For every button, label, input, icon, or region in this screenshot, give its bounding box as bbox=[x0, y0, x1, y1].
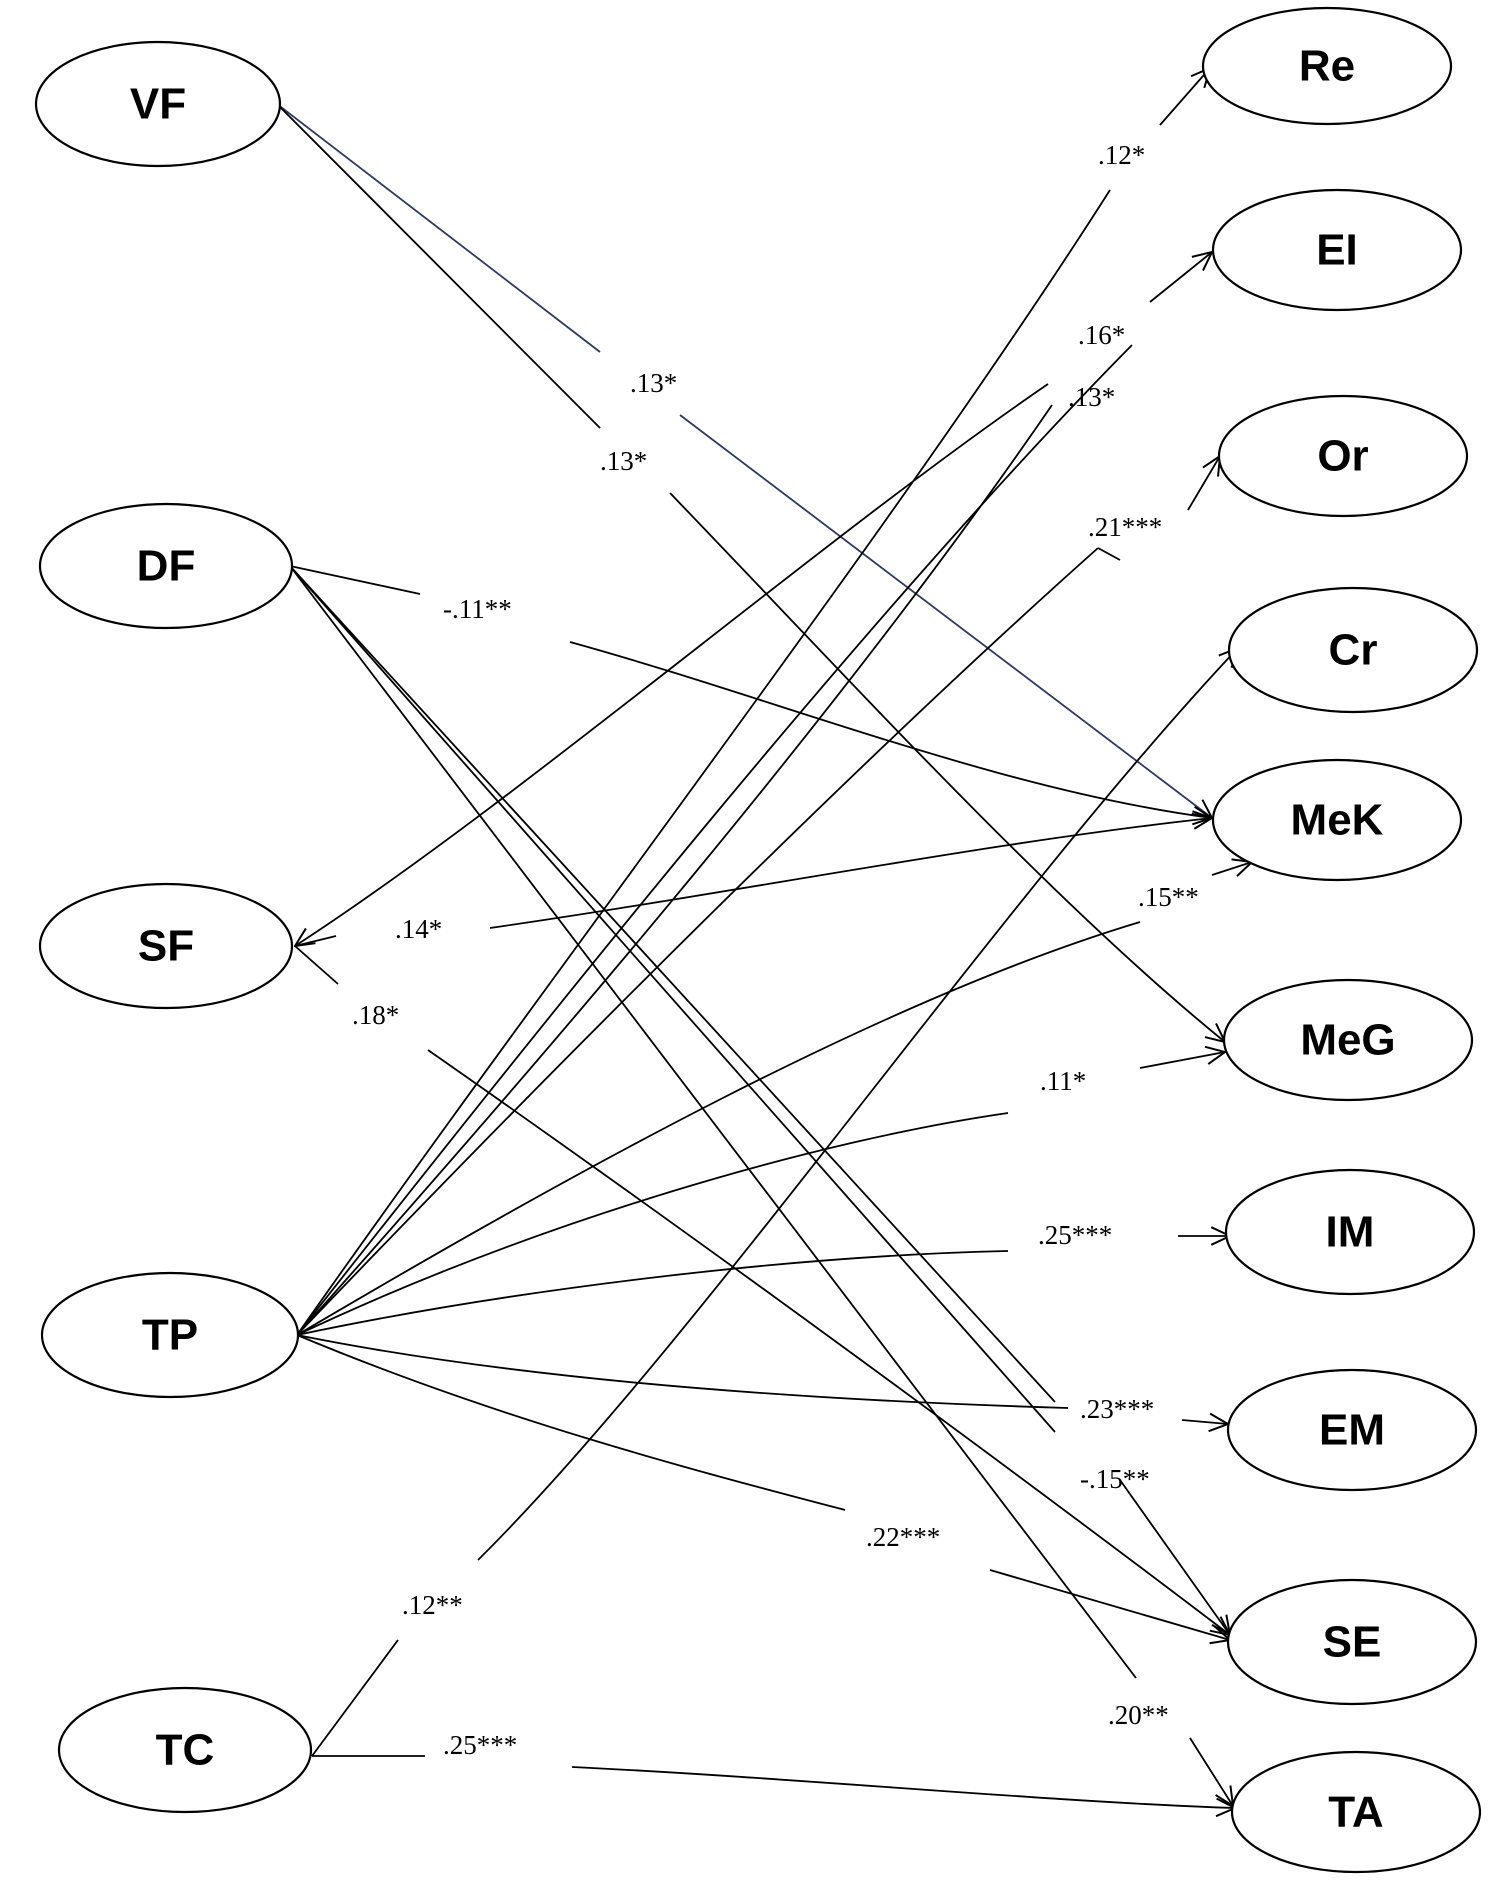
path-tp-or-branch bbox=[296, 547, 1099, 1336]
coef-sf-mek: .14* bbox=[395, 914, 442, 944]
path-df-ta bbox=[289, 565, 1233, 1806]
node-label: VF bbox=[130, 80, 186, 129]
path-tp-sf bbox=[295, 383, 1049, 946]
node-sf: SF bbox=[38, 882, 294, 1010]
node-label: SE bbox=[1323, 1618, 1382, 1667]
coef-tp-or-1: .13* bbox=[1068, 382, 1115, 412]
coef-tp-meg: .11* bbox=[1040, 1066, 1086, 1096]
node-label: IM bbox=[1326, 1208, 1375, 1257]
path-tp-im bbox=[296, 1236, 1230, 1336]
coef-vf-meg: .13* bbox=[600, 446, 647, 476]
node-ta: TA bbox=[1230, 1750, 1482, 1874]
node-label: Cr bbox=[1329, 626, 1378, 675]
node-ei: EI bbox=[1211, 188, 1463, 312]
path-tp-em bbox=[296, 1334, 1228, 1424]
coef-tp-em: .23*** bbox=[1080, 1394, 1154, 1424]
path-df-se bbox=[289, 565, 1230, 1635]
node-label: MeG bbox=[1300, 1016, 1395, 1065]
coef-tc-cr: .12** bbox=[402, 1590, 463, 1620]
node-label: DF bbox=[137, 542, 196, 591]
coef-df-se: -.15** bbox=[1080, 1464, 1150, 1494]
node-im: IM bbox=[1224, 1168, 1476, 1296]
node-cr: Cr bbox=[1227, 586, 1479, 714]
path-tc-cr bbox=[311, 648, 1238, 1757]
coef-df-ta: .20** bbox=[1108, 1700, 1169, 1730]
path-vf-mek bbox=[276, 103, 1212, 818]
coef-df-mek: -.11** bbox=[443, 594, 512, 624]
coef-tp-or-2: .21*** bbox=[1088, 512, 1162, 542]
coef-sf-se: .18* bbox=[352, 1000, 399, 1030]
path-tp-se bbox=[296, 1334, 1230, 1640]
path-tp-ei bbox=[296, 252, 1212, 1336]
node-label: SF bbox=[138, 922, 194, 971]
node-label: Or bbox=[1317, 432, 1368, 481]
coef-tp-im: .25*** bbox=[1038, 1220, 1112, 1250]
node-or: Or bbox=[1217, 394, 1469, 518]
coef-tp-mek: .15** bbox=[1138, 882, 1199, 912]
node-em: EM bbox=[1226, 1368, 1478, 1492]
path-tp-meg bbox=[296, 1052, 1225, 1336]
node-label: TC bbox=[156, 1726, 215, 1775]
coef-tp-re: .12* bbox=[1098, 140, 1145, 170]
node-vf: VF bbox=[34, 40, 282, 168]
path-df-mek bbox=[289, 565, 1212, 818]
paths bbox=[276, 68, 1252, 1808]
coef-tp-se: .22*** bbox=[866, 1522, 940, 1552]
path-tp-mek bbox=[296, 862, 1252, 1336]
path-tc-ta bbox=[312, 1755, 1235, 1808]
node-label: Re bbox=[1299, 42, 1355, 91]
node-meg: MeG bbox=[1222, 978, 1474, 1102]
node-df: DF bbox=[38, 502, 294, 630]
node-se: SE bbox=[1226, 1578, 1478, 1706]
node-label: TP bbox=[142, 1311, 198, 1360]
path-tp-re bbox=[296, 68, 1210, 1336]
node-label: MeK bbox=[1291, 796, 1384, 845]
node-tp: TP bbox=[40, 1271, 300, 1399]
path-df-em bbox=[289, 565, 1056, 1433]
path-sf-se bbox=[294, 945, 1230, 1635]
coef-tp-ei: .16* bbox=[1078, 320, 1125, 350]
path-sf-mek bbox=[294, 818, 1212, 947]
node-re: Re bbox=[1201, 6, 1453, 126]
node-label: TA bbox=[1328, 1788, 1383, 1837]
coef-vf-mek: .13* bbox=[630, 368, 677, 398]
path-vf-meg bbox=[276, 103, 1225, 1042]
node-tc: TC bbox=[57, 1686, 313, 1814]
coefficient-labels: .12* .16* .13* .21*** .13* .13* -.11** .… bbox=[352, 140, 1199, 1760]
path-tp-or bbox=[296, 404, 1220, 1336]
node-label: EM bbox=[1319, 1406, 1385, 1455]
coef-tc-ta: .25*** bbox=[443, 1730, 517, 1760]
node-mek: MeK bbox=[1211, 758, 1463, 882]
node-label: EI bbox=[1316, 226, 1358, 275]
